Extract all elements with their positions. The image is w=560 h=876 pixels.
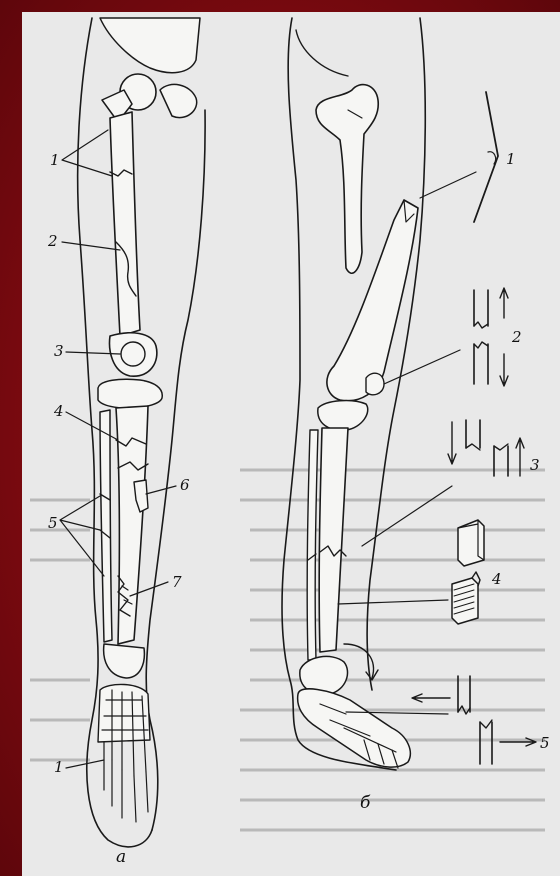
caption-b: б bbox=[360, 793, 371, 813]
label-b-3: 3 bbox=[530, 456, 540, 474]
angular-displacement-icon bbox=[474, 92, 498, 222]
label-a-1: 1 bbox=[50, 151, 60, 169]
panel-a-leg bbox=[78, 18, 205, 847]
label-a-7: 7 bbox=[172, 573, 182, 591]
label-a-5: 5 bbox=[48, 514, 58, 532]
label-a-1-foot: 1 bbox=[54, 758, 64, 776]
lateral-displacement-icon bbox=[448, 420, 524, 476]
label-b-5: 5 bbox=[540, 734, 550, 752]
label-a-6: 6 bbox=[180, 476, 190, 494]
label-a-3: 3 bbox=[54, 342, 64, 360]
label-b-4: 4 bbox=[491, 570, 502, 588]
label-b-2: 2 bbox=[511, 328, 522, 346]
label-a-4: 4 bbox=[53, 402, 64, 420]
longitudinal-displacement-icon bbox=[474, 288, 508, 386]
label-b-1: 1 bbox=[506, 150, 516, 168]
panel-b-leg bbox=[282, 18, 425, 770]
caption-a: а bbox=[116, 847, 126, 867]
label-a-2: 2 bbox=[47, 232, 58, 250]
impacted-fracture-icon bbox=[452, 520, 484, 624]
rotational-displacement-icon bbox=[412, 676, 536, 764]
